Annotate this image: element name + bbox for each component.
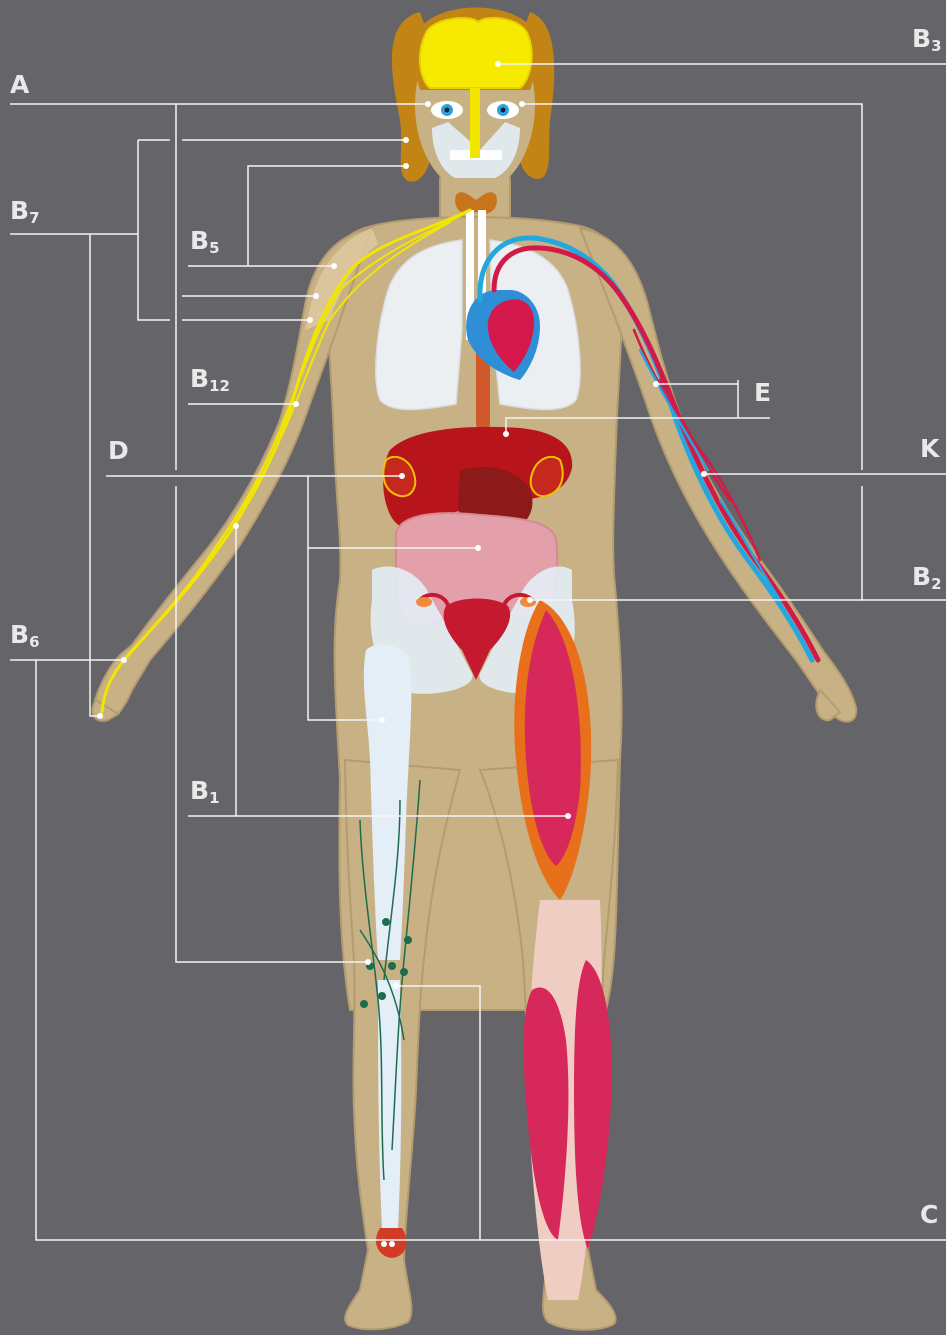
label-b1: B1 — [190, 778, 220, 806]
label-b6: B6 — [10, 622, 40, 650]
label-b12: B12 — [190, 366, 230, 394]
label-d: D — [108, 438, 129, 466]
spinal-cord — [470, 88, 480, 158]
label-a: A — [10, 72, 29, 100]
label-e: E — [754, 380, 771, 408]
label-c: C — [920, 1202, 938, 1230]
label-k: K — [920, 436, 939, 464]
brain — [420, 18, 532, 88]
head — [392, 8, 554, 214]
label-b2: B2 — [912, 564, 942, 592]
label-b3: B3 — [912, 26, 942, 54]
label-b7: B7 — [10, 198, 40, 226]
label-b5: B5 — [190, 228, 220, 256]
